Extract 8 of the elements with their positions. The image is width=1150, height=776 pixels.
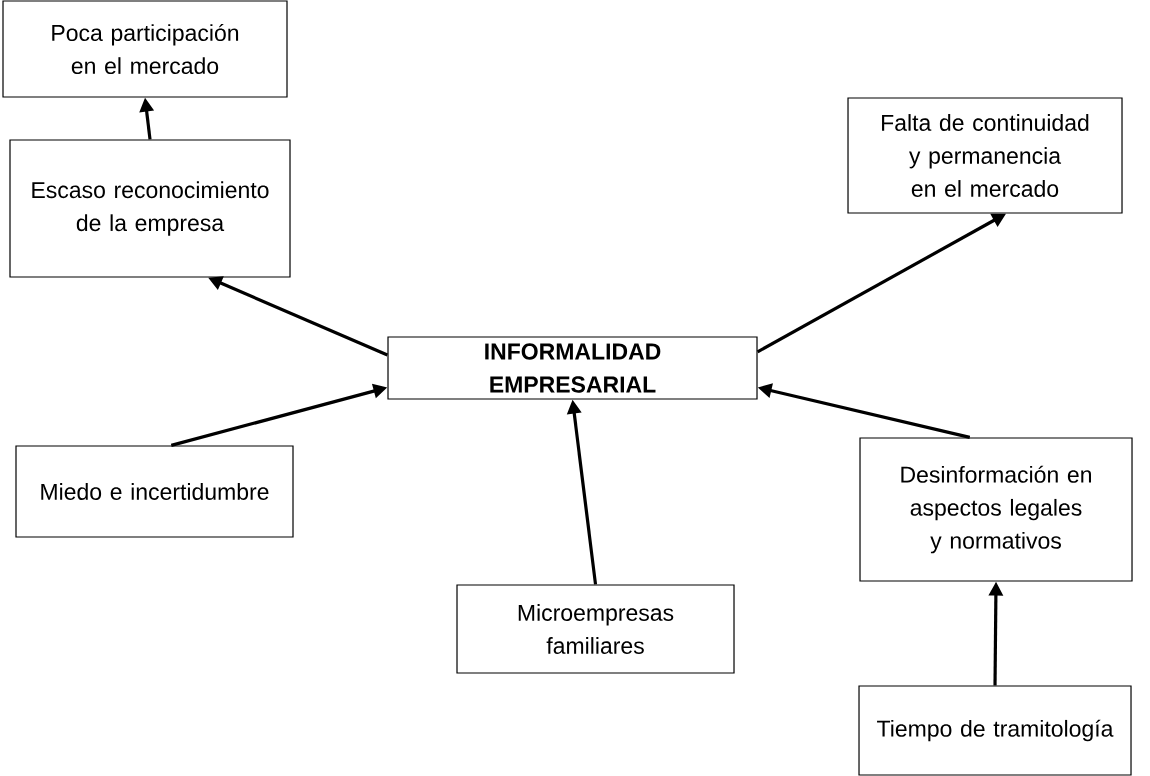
box: Microempresas familiares: [456, 584, 735, 674]
box: Desinformación en aspectos legales y normativos: [859, 437, 1133, 582]
box: Falta de continuidad y permanencia en el mercado: [847, 97, 1123, 214]
concept-box: INFORMALIDAD EMPRESARIAL: [387, 336, 758, 400]
box: Poca participación en el mercado: [2, 0, 288, 98]
box: Miedo e incertidumbre: [15, 445, 294, 538]
box: Escaso reconocimiento de la empresa: [9, 139, 291, 278]
box: Tiempo de tramitología: [858, 685, 1132, 776]
